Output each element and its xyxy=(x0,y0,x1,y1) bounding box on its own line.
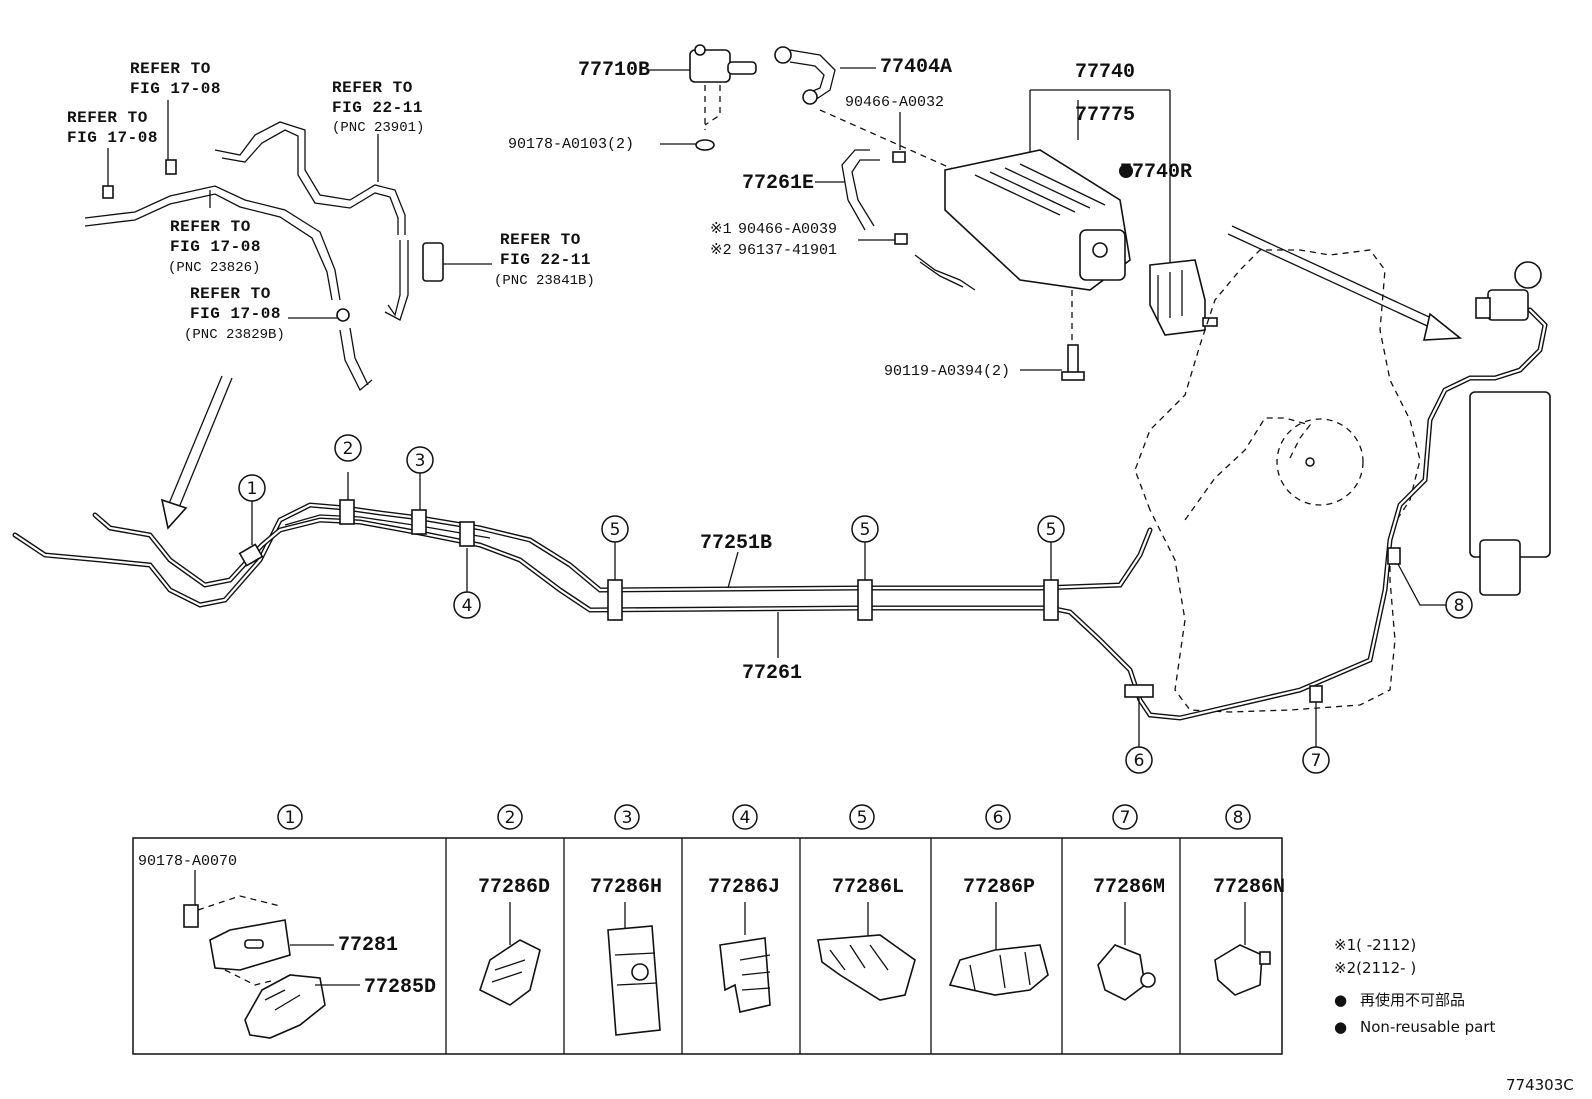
refer-label: REFER TO xyxy=(170,218,251,236)
part-77286L: 77286L xyxy=(832,876,904,899)
callout-number: 2 xyxy=(343,439,354,459)
clamp-table: 1 2 3 4 5 6 7 8 90178-A0070 77281 xyxy=(132,804,1285,1055)
callout-4 xyxy=(453,591,481,619)
pnc-ref: (PNC 23901) xyxy=(332,120,424,136)
figure-code: 774303C xyxy=(1506,1076,1574,1094)
note2-mark: ※2 xyxy=(710,242,732,259)
part-77251B: 77251B xyxy=(700,532,772,555)
part-90119-A0394: 90119-A0394(2) xyxy=(884,363,1010,380)
table-callout: 8 xyxy=(1233,808,1244,828)
part-77775: 77775 xyxy=(1075,104,1135,127)
pnc-ref: (PNC 23826) xyxy=(168,260,260,276)
table-callout: 1 xyxy=(285,808,296,828)
callout-7 xyxy=(1302,746,1330,774)
callout-number: 5 xyxy=(1046,520,1057,540)
refer-label: REFER TO xyxy=(130,60,211,78)
callout-number: 6 xyxy=(1134,751,1145,771)
part-77710B: 77710B xyxy=(578,59,650,82)
fig-ref: FIG 22-11 xyxy=(332,99,423,117)
legend-bullet-icon: ● xyxy=(1334,1018,1347,1036)
non-reusable-bullet-icon xyxy=(1119,164,1133,178)
direction-arrows xyxy=(160,225,1463,530)
callout-1 xyxy=(238,474,266,502)
refer-label: REFER TO xyxy=(332,79,413,97)
fig-ref: FIG 17-08 xyxy=(67,129,158,147)
table-callout: 4 xyxy=(740,808,751,828)
table-callout: 6 xyxy=(993,808,1004,828)
part-77261E: 77261E xyxy=(742,172,814,195)
callout-5 xyxy=(1037,515,1065,543)
part-90466-A0039: 90466-A0039 xyxy=(738,221,837,238)
pnc-ref: (PNC 23841B) xyxy=(494,273,595,289)
part-77261: 77261 xyxy=(742,662,802,685)
callout-number: 8 xyxy=(1454,596,1465,616)
refer-label: REFER TO xyxy=(190,285,271,303)
legend: ※1( -2112) ※2(2112- ) ● 再使用不可部品 ● Non-re… xyxy=(1334,936,1495,1036)
callout-5 xyxy=(851,515,879,543)
refer-label: REFER TO xyxy=(500,231,581,249)
callout-3 xyxy=(406,446,434,474)
legend-en: Non-reusable part xyxy=(1360,1018,1495,1036)
fig-ref: FIG 17-08 xyxy=(130,80,221,98)
diagram-callouts: 1 2 3 4 5 5 5 6 7 8 xyxy=(238,434,1473,774)
part-77286D: 77286D xyxy=(478,876,550,899)
canister-assembly: 77710B 90178-A0103(2) 77404A 90466-A0032… xyxy=(508,44,1218,381)
legend-bullet-icon: ● xyxy=(1334,991,1347,1009)
part-96137-41901: 96137-41901 xyxy=(738,242,837,259)
pnc-ref: (PNC 23829B) xyxy=(184,327,285,343)
part-77286P: 77286P xyxy=(963,876,1035,899)
part-77404A: 77404A xyxy=(880,56,952,79)
part-90466-A0032: 90466-A0032 xyxy=(845,94,944,111)
callout-number: 4 xyxy=(462,596,473,616)
part-77286J: 77286J xyxy=(708,876,780,899)
part-77285D: 77285D xyxy=(364,976,436,999)
part-77740: 77740 xyxy=(1075,61,1135,84)
note1-mark: ※1 xyxy=(710,221,732,238)
part-77286M: 77286M xyxy=(1093,876,1165,899)
fuel-tank-outline xyxy=(1134,249,1421,713)
callout-8 xyxy=(1445,591,1473,619)
callout-number: 5 xyxy=(860,520,871,540)
refer-label: REFER TO xyxy=(67,109,148,127)
fig-ref: FIG 17-08 xyxy=(170,238,261,256)
part-77286N: 77286N xyxy=(1213,876,1285,899)
callout-number: 7 xyxy=(1311,751,1322,771)
part-77740R: 77740R xyxy=(1120,161,1192,184)
table-callout: 7 xyxy=(1120,808,1131,828)
legend-note2: ※2(2112- ) xyxy=(1334,959,1416,977)
callout-number: 5 xyxy=(610,520,621,540)
callout-6 xyxy=(1125,746,1153,774)
legend-jp: 再使用不可部品 xyxy=(1360,991,1465,1009)
reference-hoses: REFER TO FIG 17-08 REFER TO FIG 17-08 RE… xyxy=(67,60,595,392)
main-fuel-lines: 77251B 77261 xyxy=(12,261,1551,721)
callout-2 xyxy=(334,434,362,462)
part-77281: 77281 xyxy=(338,934,398,957)
fig-ref: FIG 22-11 xyxy=(500,251,591,269)
table-callout: 5 xyxy=(857,808,868,828)
part-77286H: 77286H xyxy=(590,876,662,899)
fig-ref: FIG 17-08 xyxy=(190,305,281,323)
callout-number: 1 xyxy=(247,479,258,499)
table-callout: 2 xyxy=(505,808,516,828)
part-90178-A0103: 90178-A0103(2) xyxy=(508,136,634,153)
callout-5 xyxy=(601,515,629,543)
part-90178-A0070: 90178-A0070 xyxy=(138,853,237,870)
table-callout: 3 xyxy=(622,808,633,828)
callout-number: 3 xyxy=(415,451,426,471)
legend-note1: ※1( -2112) xyxy=(1334,936,1416,954)
